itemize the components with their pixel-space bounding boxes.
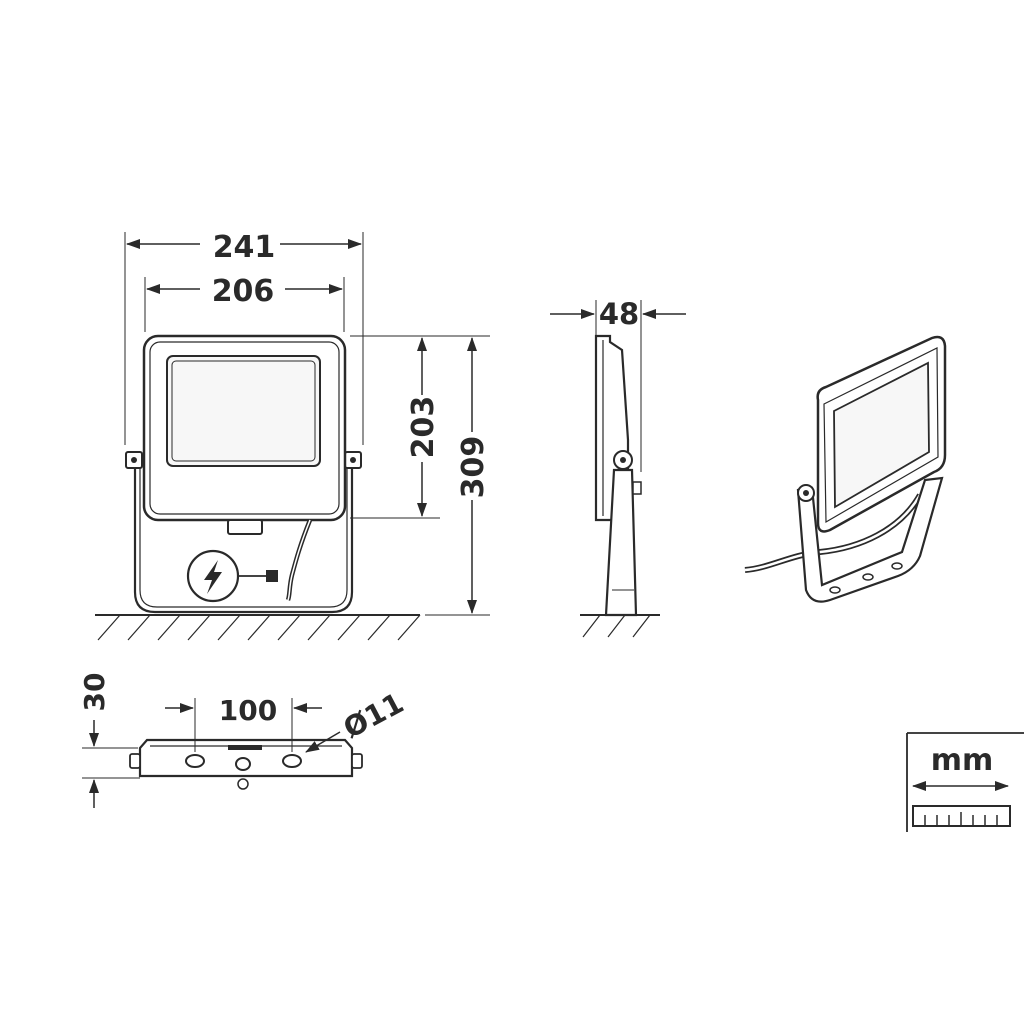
dim-hole-spacing: 100 [219,694,277,727]
pivot-knob-right [344,451,362,469]
front-view [95,334,421,641]
dim-total-height: 309 [456,436,491,499]
pivot-knob-left [125,451,143,469]
cable-gland [227,519,263,535]
power-cable [285,519,313,601]
ground-hatching [95,614,421,641]
bottom-view: 100 Ø11 30 [78,673,409,808]
cable-entry [235,757,251,771]
iso-led-panel [833,361,930,509]
dim-base-height: 30 [78,673,111,712]
side-view: 48 [550,297,686,638]
led-panel [166,355,321,467]
side-stand [604,468,638,617]
dim-width-inner: 206 [212,274,275,309]
mounting-hole-right [282,754,302,768]
front-dimensions: 241 206 203 309 [124,230,491,616]
unit-label: mm [931,743,994,778]
unit-legend: mm [906,732,1024,832]
mounting-hole-left [185,754,205,768]
dim-width-outer: 241 [213,230,276,265]
dim-depth: 48 [599,297,639,331]
mounting-bracket [133,460,354,614]
iso-bracket [796,476,944,603]
lightning-bolt-icon [186,549,278,603]
dim-hole-diameter: Ø11 [338,686,409,745]
dim-head-height: 203 [406,396,441,459]
isometric-view [744,335,947,603]
